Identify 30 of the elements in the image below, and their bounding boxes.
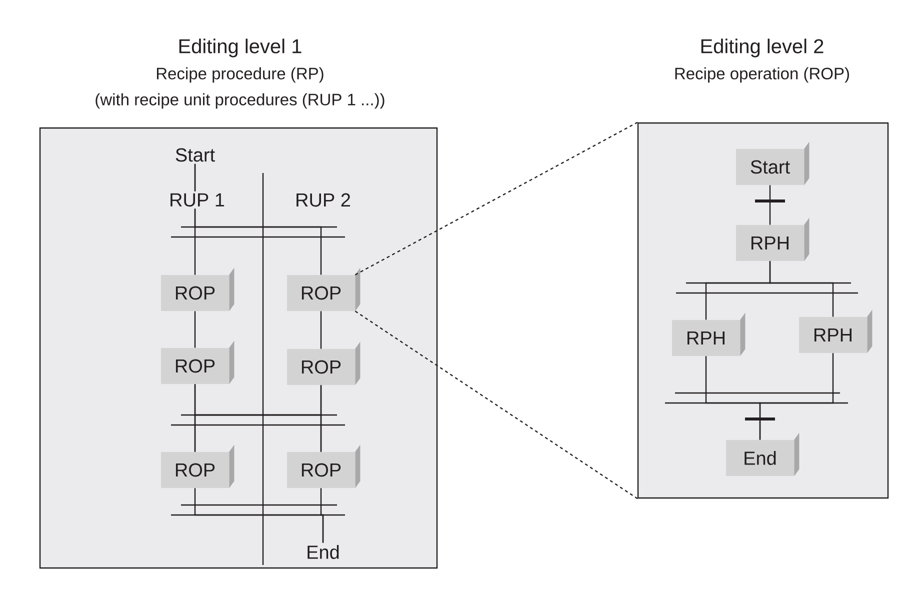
connector [320, 488, 324, 543]
step-box: RPH [799, 310, 872, 354]
connector [320, 385, 322, 452]
heading: Recipe operation (ROP) [675, 67, 849, 83]
connector [194, 311, 196, 348]
heading: Recipe procedure (RP) [156, 67, 324, 83]
connector [769, 185, 771, 225]
step-box: ROP [287, 342, 360, 386]
column-label: RUP 1 [167, 191, 227, 209]
step-box: Start [736, 142, 810, 186]
column-label: RUP 2 [293, 191, 353, 209]
connector [354, 122, 638, 276]
connector [769, 261, 834, 317]
step-box: ROP [161, 268, 234, 312]
step-box: End [726, 432, 800, 476]
connector [354, 310, 638, 500]
step-label: End [308, 545, 339, 559]
heading: Editing level 1 [179, 38, 302, 58]
step-box: RPH [672, 312, 746, 356]
connector [759, 353, 834, 440]
step-box: ROP [161, 444, 234, 488]
heading: Editing level 2 [701, 38, 824, 58]
step-box: ROP [161, 340, 234, 384]
step-box: ROP [287, 268, 360, 312]
heading: (with recipe unit procedures (RUP 1 ...)) [96, 93, 384, 109]
step-box: RPH [736, 218, 810, 262]
step-label: Start [176, 148, 215, 162]
connector [320, 311, 322, 349]
connector [194, 164, 322, 275]
step-box: ROP [287, 444, 360, 488]
